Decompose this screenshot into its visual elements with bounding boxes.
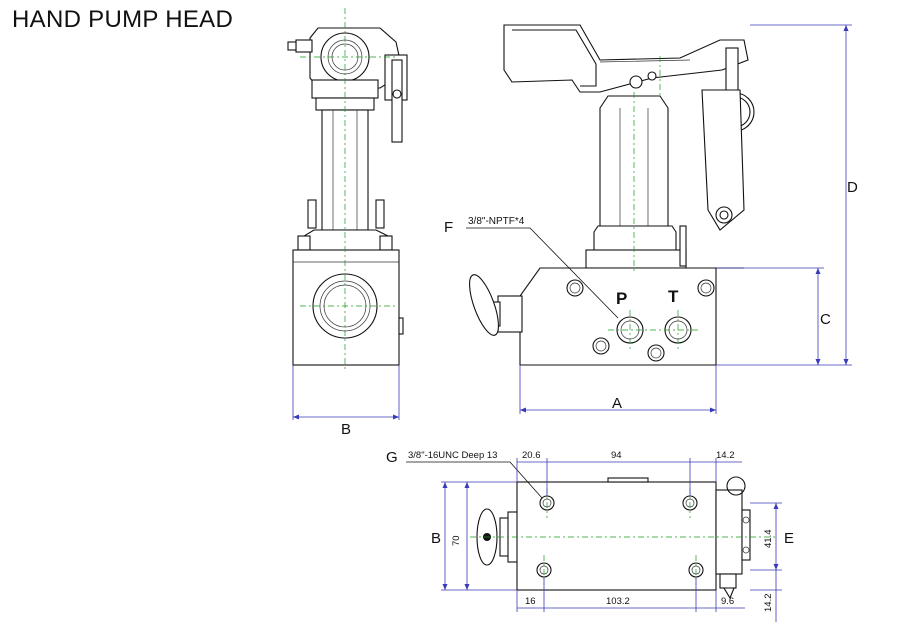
port-label-p: P: [616, 289, 627, 308]
front-view: [466, 24, 852, 414]
callout-label-g: G: [386, 449, 398, 466]
callout-f-note: 3/8"-NPTF*4: [468, 216, 525, 227]
dim-41-4: 41.4: [763, 530, 774, 549]
side-view: [287, 8, 408, 420]
port-label-t: T: [668, 287, 679, 306]
dim-label-b-bottom: B: [431, 530, 441, 547]
dim-16: 16: [525, 596, 536, 607]
dim-70: 70: [451, 535, 462, 546]
dim-20-6: 20.6: [522, 450, 541, 461]
callout-g-note: 3/8"-16UNC Deep 13: [408, 450, 497, 461]
drawing-title: HAND PUMP HEAD: [12, 6, 234, 33]
dim-94: 94: [611, 450, 622, 461]
dim-label-e: E: [784, 530, 794, 547]
bottom-view: [406, 458, 782, 622]
dim-14-2-side: 14.2: [763, 594, 774, 613]
dim-label-c: C: [820, 311, 831, 328]
dim-9-6: 9.6: [721, 596, 734, 607]
dim-103-2: 103.2: [606, 596, 630, 607]
dim-label-d: D: [847, 179, 858, 196]
dim-label-a: A: [612, 395, 622, 412]
dim-label-b-side: B: [341, 421, 351, 438]
dim-14-2-top: 14.2: [716, 450, 735, 461]
callout-label-f: F: [444, 219, 453, 236]
